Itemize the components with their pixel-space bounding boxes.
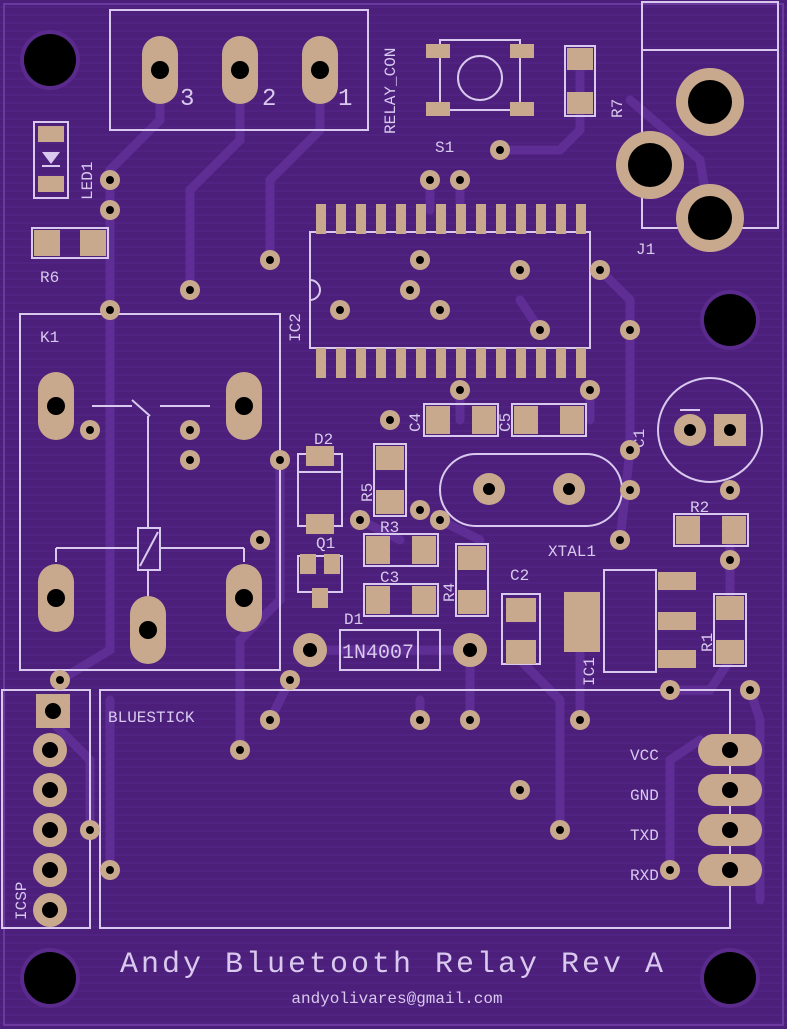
relay-pin3-label: 3 xyxy=(180,86,194,113)
capacitor-c5: C5 xyxy=(497,403,587,437)
xtal1-ref: XTAL1 xyxy=(548,543,596,561)
switch-s1: S1 xyxy=(426,39,534,157)
relay-pin1-label: 1 xyxy=(338,86,352,113)
ic-ic2: IC2 xyxy=(287,204,591,378)
gnd-label: GND xyxy=(630,787,659,805)
jack-j1: J1 xyxy=(616,1,779,259)
r3-ref: R3 xyxy=(380,519,399,537)
resistor-r2: R2 xyxy=(673,499,749,547)
capacitor-c4: C4 xyxy=(407,403,499,437)
board-email: andyolivares@gmail.com xyxy=(291,990,502,1008)
resistor-r3: R3 xyxy=(363,519,439,567)
header-icsp: ICSP xyxy=(1,689,91,929)
capacitor-c3: C3 xyxy=(363,569,439,617)
ic2-ref: IC2 xyxy=(287,313,305,342)
ic1-ref: IC1 xyxy=(581,657,599,686)
c5-ref: C5 xyxy=(497,413,515,432)
txd-label: TXD xyxy=(630,827,659,845)
r2-ref: R2 xyxy=(690,499,709,517)
c3-ref: C3 xyxy=(380,569,399,587)
resistor-r6: R6 xyxy=(31,227,109,287)
diode-d2: D2 xyxy=(297,431,343,534)
resistor-r7: R7 xyxy=(564,45,627,118)
relay-pin2-label: 2 xyxy=(262,86,276,113)
board-title: Andy Bluetooth Relay Rev A xyxy=(120,948,666,982)
via-holes xyxy=(56,146,754,874)
resistor-r1: R1 xyxy=(699,593,747,667)
relay-k1: K1 xyxy=(19,313,281,671)
r6-ref: R6 xyxy=(40,269,59,287)
mounting-holes xyxy=(20,30,760,1008)
ic-ic1: IC1 xyxy=(564,569,696,686)
r1-ref: R1 xyxy=(699,633,717,652)
capacitor-c2: C2 xyxy=(501,567,541,665)
k1-ref: K1 xyxy=(40,329,59,347)
relay-con-ref: RELAY_CON xyxy=(382,48,400,134)
board-edge xyxy=(3,3,784,1026)
led1-ref: LED1 xyxy=(79,162,97,200)
led-led1: LED1 xyxy=(33,121,97,200)
rxd-label: RXD xyxy=(630,867,659,885)
diode-d1: 1N4007 D1 xyxy=(293,611,487,671)
c2-ref: C2 xyxy=(510,567,529,585)
transistor-q1: Q1 xyxy=(297,535,343,608)
resistor-r4: R4 xyxy=(441,543,489,617)
r5-ref: R5 xyxy=(359,483,377,502)
resistor-r5: R5 xyxy=(359,443,407,517)
j1-ref: J1 xyxy=(636,241,655,259)
crystal-xtal1: XTAL1 xyxy=(439,453,623,561)
relay-connector: 3 2 1 RELAY_CON xyxy=(109,9,400,134)
vcc-label: VCC xyxy=(630,747,659,765)
r7-ref: R7 xyxy=(609,99,627,118)
module-bluestick: BLUESTICK VCC GND TXD RXD xyxy=(99,689,762,929)
c4-ref: C4 xyxy=(407,413,425,432)
icsp-ref: ICSP xyxy=(13,882,31,920)
d1-ref: D1 xyxy=(344,611,363,629)
s1-ref: S1 xyxy=(435,139,454,157)
d2-ref: D2 xyxy=(314,431,333,449)
q1-ref: Q1 xyxy=(316,535,335,553)
r4-ref: R4 xyxy=(441,583,459,602)
capacitor-c1: C1 xyxy=(631,377,763,483)
d1-part: 1N4007 xyxy=(342,642,414,665)
bluestick-ref: BLUESTICK xyxy=(108,709,195,727)
